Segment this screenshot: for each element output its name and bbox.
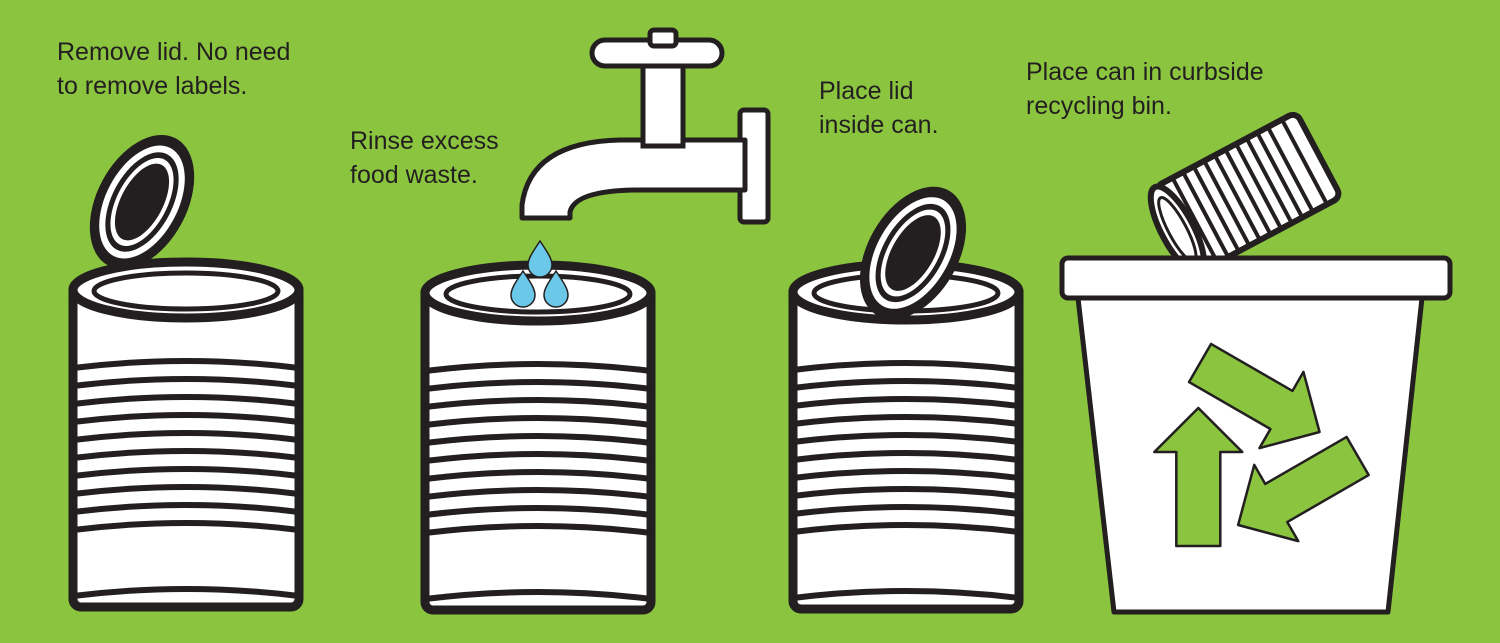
step-2-caption: Rinse excess food waste. (350, 124, 499, 192)
open-can-icon (68, 117, 299, 607)
step-4-caption: Place can in curbside recycling bin. (1026, 55, 1264, 123)
caption-line: Rinse excess (350, 127, 499, 155)
caption-line: inside can. (819, 111, 939, 139)
faucet-icon (519, 27, 771, 225)
caption-line: food waste. (350, 161, 478, 189)
caption-line: Remove lid. No need (57, 38, 291, 66)
recycling-bin-icon (1059, 111, 1453, 615)
caption-line: Place can in curbside (1026, 58, 1264, 86)
step-3-caption: Place lid inside can. (819, 74, 939, 142)
caption-line: recycling bin. (1026, 92, 1172, 120)
step-1-caption: Remove lid. No need to remove labels. (57, 35, 290, 103)
caption-line: Place lid (819, 77, 914, 105)
can-icon (1147, 111, 1342, 276)
can-icon (425, 265, 651, 610)
caption-line: to remove labels. (57, 72, 248, 100)
